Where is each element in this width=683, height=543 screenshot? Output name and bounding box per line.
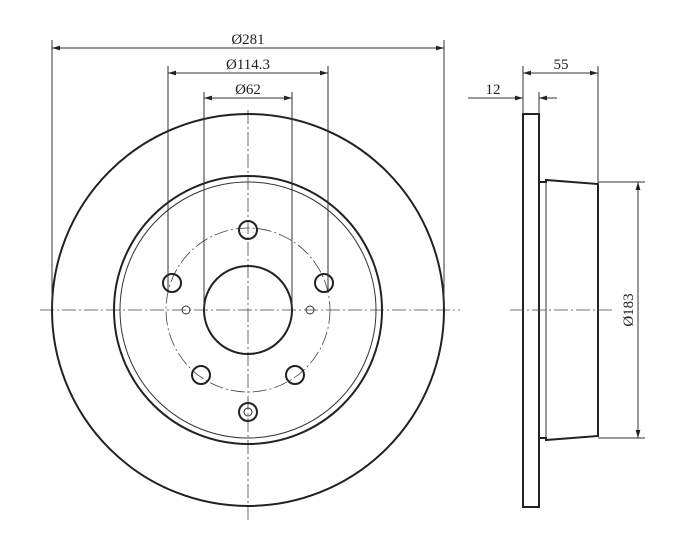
hat-inner-ring <box>119 181 377 439</box>
dim-total-height: 55 <box>554 57 569 73</box>
locating-hole <box>305 305 315 315</box>
dim-disc-diameter: Ø281 <box>231 32 264 48</box>
dim-hat-diameter: Ø183 <box>621 293 637 326</box>
dim-center-bore: Ø62 <box>235 82 261 98</box>
side-view: 12 55 Ø183 <box>468 57 645 508</box>
front-view: Ø281 Ø114.3 Ø62 <box>40 32 460 520</box>
disc-section <box>522 113 540 508</box>
lug-hole <box>191 365 211 385</box>
lug-hole <box>162 273 182 293</box>
set-screw-inner <box>243 407 253 417</box>
bolt-circle-line <box>165 227 331 393</box>
hat-outer-ring <box>113 175 383 445</box>
dim-disc-thickness: 12 <box>486 82 501 98</box>
dim-bolt-circle: Ø114.3 <box>226 57 270 73</box>
locating-hole <box>181 305 191 315</box>
lug-hole <box>285 365 305 385</box>
lug-hole <box>238 220 258 240</box>
lug-hole <box>314 273 334 293</box>
set-screw-hole <box>238 402 258 422</box>
